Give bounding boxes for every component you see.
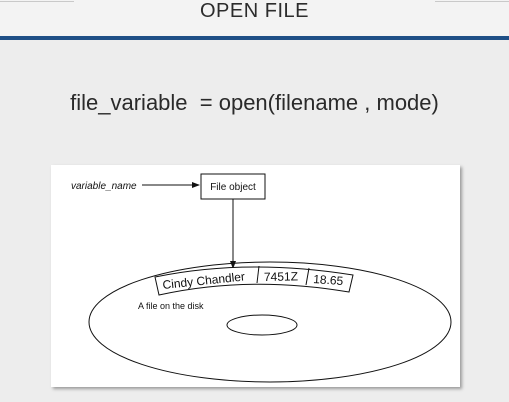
record-field-name: Cindy Chandler [162, 269, 246, 292]
slide-title: OPEN FILE [200, 0, 309, 22]
title-bar: OPEN FILE [0, 0, 509, 36]
variable-name-label: variable_name [71, 181, 137, 192]
open-formula: file_variable = open(filename , mode) [70, 90, 439, 115]
record-strip [154, 266, 354, 296]
file-object-label: File object [210, 182, 256, 193]
disk-label: A file on the disk [138, 301, 204, 311]
record-divider-1 [256, 265, 260, 284]
record-field-id: 7451Z [264, 269, 298, 284]
disk-hole [226, 314, 298, 336]
record-field-amount: 18.65 [313, 272, 344, 288]
disk-outer [88, 261, 452, 383]
title-rule-left [0, 1, 74, 2]
title-rule-right [435, 1, 509, 2]
record-divider-2 [305, 267, 310, 286]
file-diagram: variable_name File object Cindy Chandler… [51, 165, 460, 387]
file-object-box [200, 173, 266, 200]
title-underline [0, 36, 509, 40]
